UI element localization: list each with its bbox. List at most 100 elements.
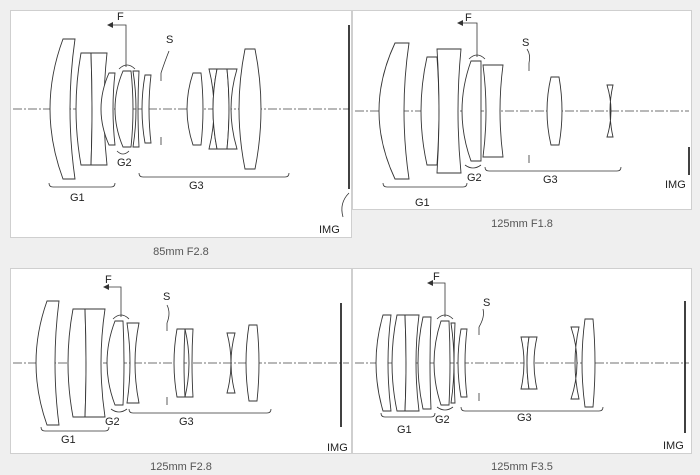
diagram-panel-85mm-f2-8: S F G1 G2 G3 IMG (10, 10, 352, 238)
focus-bracket (118, 64, 136, 70)
focus-bracket (436, 314, 454, 320)
image-label: IMG (665, 179, 686, 191)
lens-element (436, 48, 462, 174)
group-label-g1: G1 (415, 197, 430, 209)
stop-leader (478, 308, 484, 328)
group-bracket-g3 (484, 166, 622, 172)
arrow-head-icon (103, 284, 109, 290)
stop-label: S (522, 37, 529, 49)
group-label-g2: G2 (105, 416, 120, 428)
lens-element (482, 64, 504, 158)
group-bracket-g2 (116, 150, 130, 155)
lens-element (84, 308, 106, 418)
lens-element (606, 84, 614, 138)
group-bracket-g1 (382, 182, 468, 188)
lens-element (570, 326, 580, 400)
image-label: IMG (319, 224, 340, 236)
group-bracket-g2 (436, 406, 454, 411)
focus-arrow (109, 286, 122, 317)
group-label-g2: G2 (117, 157, 132, 169)
focus-bracket (112, 314, 130, 320)
diagram-panel-125mm-f3-5: S F G1 G2 G3 IMG (352, 268, 692, 454)
group-label-g1: G1 (61, 434, 76, 446)
lens-element (35, 300, 60, 426)
lens-element (581, 318, 596, 408)
lens-element (132, 70, 140, 148)
arrow-head-icon (107, 22, 113, 28)
lens-element (238, 48, 262, 170)
lens-diagram-125mm-f3-5: S F G1 G2 G3 IMG (355, 271, 689, 452)
stop-label: S (163, 291, 170, 303)
stop-label: S (166, 34, 173, 46)
focus-label: F (117, 11, 124, 23)
lens-element (90, 52, 108, 166)
lens-element (457, 328, 468, 398)
lens-element (67, 308, 87, 418)
focus-arrow (463, 22, 478, 57)
lens-element (378, 42, 410, 180)
group-label-g1: G1 (397, 424, 412, 436)
focus-label: F (105, 274, 112, 286)
lens-element (546, 76, 563, 146)
lens-element (226, 68, 238, 150)
lens-element (114, 70, 134, 148)
group-label-g3: G3 (543, 174, 558, 186)
group-bracket-g1 (40, 426, 110, 432)
lens-element (141, 74, 152, 144)
lens-element (391, 314, 407, 412)
lens-element (526, 336, 538, 390)
lens-element (450, 322, 456, 404)
group-label-g3: G3 (189, 180, 204, 192)
diagram-panel-125mm-f2-8: S F G1 G2 G3 IMG (10, 268, 352, 454)
caption-125mm-f3-5: 125mm F3.5 (491, 461, 553, 473)
lens-element (420, 56, 440, 166)
group-bracket-g3 (460, 406, 604, 412)
group-label-g3: G3 (179, 416, 194, 428)
group-bracket-g3 (128, 408, 272, 414)
focus-label: F (465, 12, 472, 24)
lens-element (404, 314, 420, 412)
lens-element (433, 320, 451, 406)
lens-diagram-125mm-f2-8: S F G1 G2 G3 IMG (13, 274, 349, 454)
group-bracket-g2 (464, 164, 482, 169)
stop-leader (166, 304, 170, 324)
lens-element (226, 332, 236, 394)
lens-element (186, 72, 204, 146)
group-label-g2: G2 (435, 414, 450, 426)
lens-element (184, 328, 194, 398)
group-bracket-g2 (110, 408, 128, 413)
lens-element (461, 60, 482, 162)
lens-element (106, 320, 125, 406)
caption-125mm-f1-8: 125mm F1.8 (491, 218, 553, 230)
focus-bracket (468, 54, 486, 60)
focus-arrow (113, 24, 127, 67)
group-bracket-g1 (380, 412, 436, 418)
focus-label: F (433, 271, 440, 283)
image-label: IMG (663, 440, 684, 452)
lens-element (245, 324, 260, 402)
focus-arrow (433, 282, 446, 317)
caption-125mm-f2-8: 125mm F2.8 (150, 461, 212, 473)
stop-label: S (483, 297, 490, 309)
group-label-g2: G2 (467, 172, 482, 184)
image-label: IMG (327, 442, 348, 454)
stop-leader (526, 48, 531, 64)
group-bracket-g3 (138, 172, 290, 178)
diagram-panel-125mm-f1-8: S F G1 G2 G3 IMG (352, 10, 692, 210)
lens-element (375, 314, 392, 412)
lens-diagram-85mm-f2-8: S F G1 G2 G3 IMG (13, 11, 350, 236)
arrow-head-icon (457, 20, 463, 26)
stop-leader (160, 50, 170, 74)
arrow-head-icon (427, 280, 433, 286)
image-leader (341, 192, 350, 218)
caption-85mm-f2-8: 85mm F2.8 (153, 246, 209, 258)
lens-element (126, 322, 140, 404)
group-bracket-g1 (48, 182, 116, 188)
lens-element (212, 68, 230, 150)
group-label-g1: G1 (70, 192, 85, 204)
lens-element (75, 52, 93, 166)
lens-element (173, 328, 186, 398)
lens-element (49, 38, 76, 180)
group-label-g3: G3 (517, 412, 532, 424)
lens-element (100, 72, 116, 146)
